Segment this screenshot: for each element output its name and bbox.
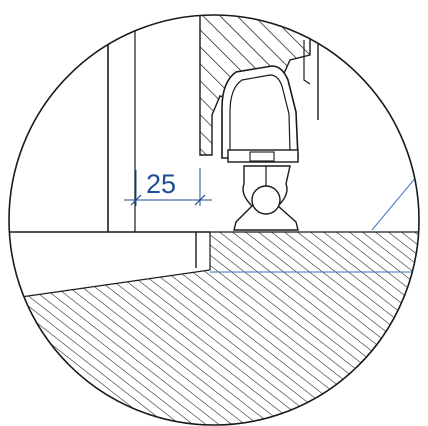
seal-profile-inner <box>229 74 291 153</box>
leader-line-upper <box>371 157 419 231</box>
dimension-tick-right <box>194 194 206 206</box>
drop-seal-bulb <box>251 185 281 215</box>
seal-profile-outer <box>221 65 299 159</box>
door-leaf-return <box>303 40 311 85</box>
detail-circle-outline <box>8 14 420 426</box>
dimension-label: 25 <box>146 169 176 199</box>
dimension-tick-left <box>130 194 142 206</box>
seal-base-insert <box>249 151 275 162</box>
floor-slab <box>9 231 419 425</box>
